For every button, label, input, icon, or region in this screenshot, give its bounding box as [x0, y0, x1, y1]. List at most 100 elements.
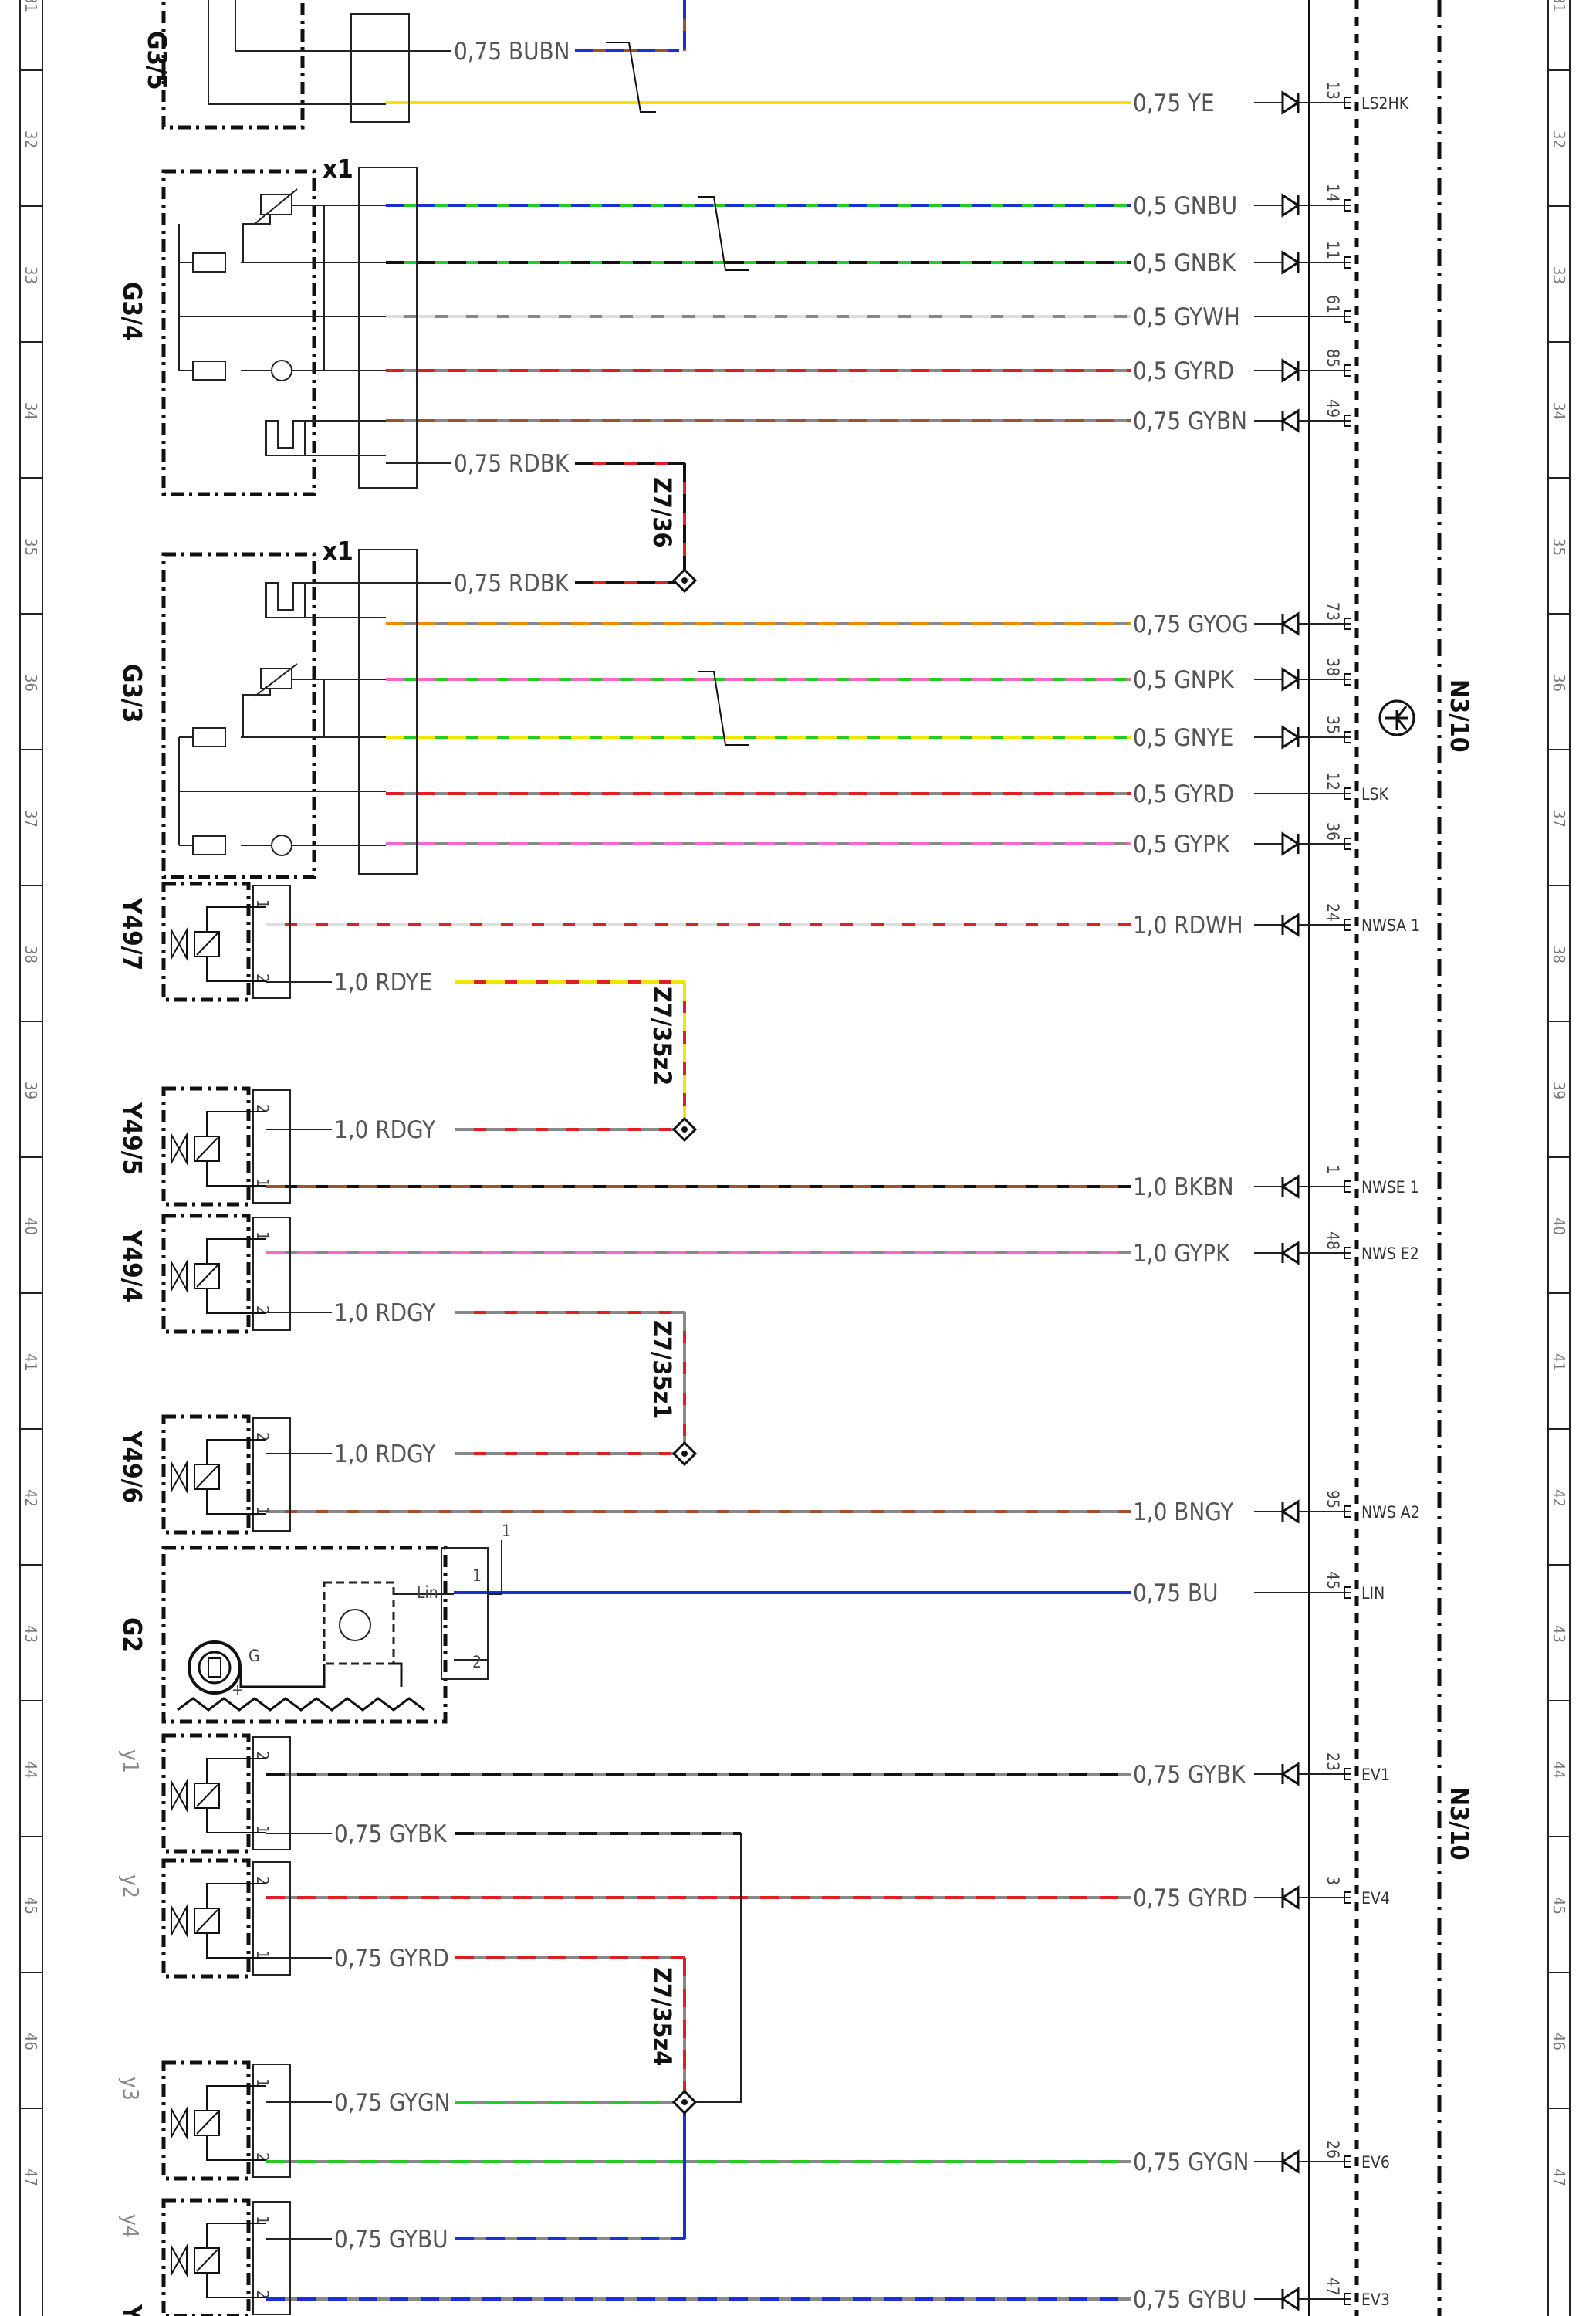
wire-label: 0,5 GNBK	[1133, 249, 1236, 277]
pin-socket	[1344, 1768, 1351, 1780]
wire-label: 1,0 RDWH	[1133, 912, 1243, 940]
row-number-left: 47	[22, 2169, 40, 2186]
g2-pin-lin: Lin	[417, 1583, 438, 1602]
ground-point-dot	[681, 2099, 688, 2105]
signal-arrow-out	[1280, 408, 1300, 433]
signal-arrow-in	[1281, 250, 1300, 275]
row-number-left: 35	[22, 538, 40, 556]
row-number-right: 34	[1550, 402, 1568, 420]
right-wire: 0,5 GYRD 85	[386, 349, 1351, 385]
wire-label: 0,5 GYPK	[1133, 831, 1230, 858]
row-number-right: 47	[1550, 2169, 1568, 2186]
pin-socket	[1344, 919, 1351, 931]
left-wire: 0,75 GYGN	[266, 2089, 685, 2117]
wire-label: 0,75 GYGN	[334, 2089, 451, 2117]
wire-label: 0,75 GYRD	[1133, 1884, 1248, 1912]
pin-number: 26	[1324, 2140, 1342, 2159]
wire-label: 0,75 YE	[1133, 90, 1215, 117]
wire-label: 0,5 GYRD	[1133, 357, 1234, 385]
component-g3-3: x1 G3/3	[117, 536, 418, 879]
row-number-left: 38	[22, 946, 40, 963]
signal-name: EV6	[1361, 2153, 1390, 2172]
wire-label: 0,75 RDBK	[454, 570, 570, 598]
pin-number: 3	[1324, 1876, 1342, 1885]
pin-number: 14	[1324, 184, 1342, 202]
wire-label: 0,75 GYBU	[334, 2226, 448, 2253]
row-number-left: 42	[22, 1489, 40, 1507]
component-g2: 1 2 1 Lin G + - G2	[117, 1522, 511, 1724]
pin-number: 85	[1324, 349, 1342, 367]
ground-point-dot	[681, 1126, 688, 1133]
left-wire: 0,75 GYBU	[266, 2226, 685, 2253]
g2-pin-b: 2	[472, 1653, 482, 1671]
row-number-right: 31	[1550, 0, 1568, 12]
signal-name: NWSA 1	[1361, 916, 1420, 935]
left-wire: 1,0 RDGY	[266, 1299, 685, 1327]
signal-name: LS2HK	[1361, 94, 1409, 113]
signal-arrow-out	[1280, 1762, 1300, 1786]
pin-socket	[1344, 256, 1351, 269]
signal-arrow-in	[1281, 193, 1300, 218]
pin-number: 35	[1324, 716, 1342, 734]
pin-number: 38	[1324, 658, 1342, 676]
pin-number: 61	[1324, 295, 1342, 313]
row-number-right: 46	[1550, 2033, 1568, 2050]
pin-number: 23	[1324, 1752, 1342, 1771]
signal-arrow-out	[1280, 1499, 1300, 1524]
row-number-left: 45	[22, 1897, 40, 1915]
label-y-partial: Y	[117, 2304, 147, 2316]
pin-socket	[1344, 618, 1351, 630]
ground-z7-35z4: Z7/35z4	[648, 1967, 677, 2066]
pin-socket	[1344, 310, 1351, 323]
pin-socket	[1344, 838, 1351, 850]
twisted-pair-mark	[698, 671, 749, 746]
component-g3-4: x1 G3/4	[117, 154, 418, 496]
row-number-right: 35	[1550, 538, 1568, 556]
wire-label: 0,75 GYBK	[1133, 1761, 1246, 1789]
wire-label: 0,75 GYGN	[1133, 2148, 1249, 2176]
twisted-pair-mark	[698, 196, 749, 271]
label-n3-10-top: N3/10	[1445, 679, 1474, 753]
wire-label: 0,5 GYRD	[1133, 780, 1234, 808]
signal-name: EV3	[1361, 2291, 1390, 2309]
wire-label: 1,0 RDGY	[334, 1116, 436, 1144]
row-number-right: 36	[1550, 674, 1568, 692]
pin-number: 73	[1324, 602, 1342, 621]
pin-number: 24	[1324, 903, 1342, 922]
g2-pin-c: 1	[502, 1522, 511, 1540]
row-number-right: 43	[1550, 1625, 1568, 1643]
row-number-right: 45	[1550, 1897, 1568, 1915]
label-g3-3: G3/3	[117, 664, 147, 723]
gybk-return	[695, 1834, 742, 2103]
signal-arrow-out	[1280, 1241, 1300, 1265]
left-wire: 0,75 RDBK	[386, 570, 685, 598]
pin-number: 95	[1324, 1490, 1342, 1508]
valve-label: y4	[118, 2214, 144, 2238]
valve-label: Y49/4	[117, 1229, 147, 1302]
left-wire: 1,0 RDGY	[266, 1116, 685, 1144]
valve-label: Y49/5	[117, 1102, 147, 1175]
left-wire: 0,75 BUBN	[386, 38, 679, 66]
ground-point-dot	[681, 577, 688, 584]
left-wire: 1,0 RDGY	[266, 1441, 685, 1468]
pin-socket	[1344, 364, 1351, 377]
valve-label: y1	[118, 1749, 144, 1773]
left-wire: 0,75 GYRD	[266, 1945, 685, 1972]
pin-number: 48	[1324, 1231, 1342, 1250]
pin-socket	[1344, 96, 1351, 109]
label-g3-5: G3/5	[142, 31, 172, 90]
